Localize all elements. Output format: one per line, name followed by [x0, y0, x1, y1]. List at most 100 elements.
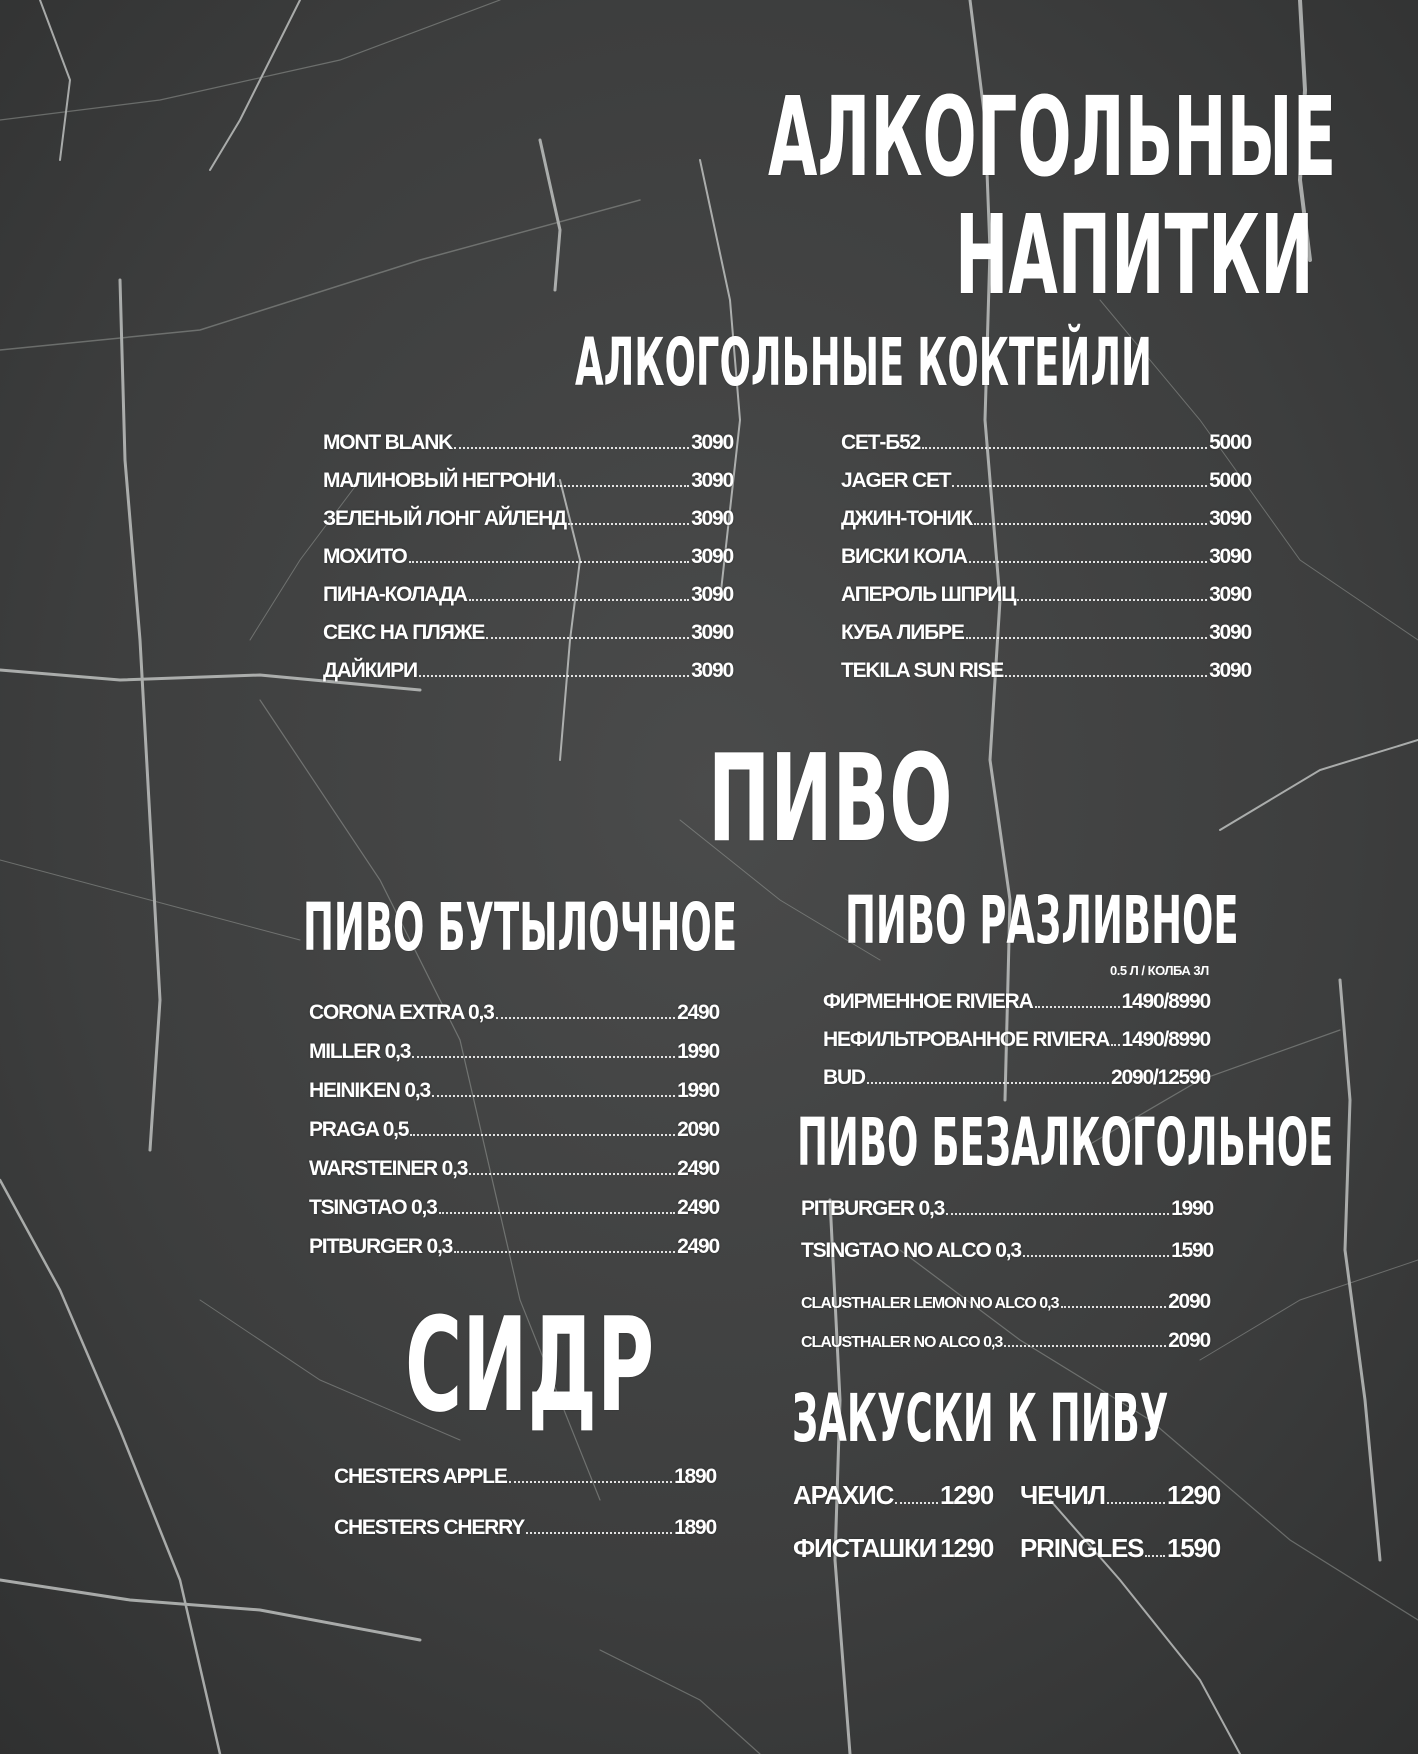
item-name: TEKILA SUN RISE [841, 659, 1004, 682]
item-price: 3090 [691, 621, 734, 644]
item-price: 3090 [691, 659, 734, 682]
item-price: 1990 [677, 1079, 720, 1102]
menu-item: MONT BLANK 3090 [323, 431, 734, 455]
item-name: PRAGA 0,5 [309, 1118, 410, 1141]
menu-item: CORONA EXTRA 0,3 2490 [309, 1001, 720, 1025]
item-price: 2090 [1168, 1290, 1211, 1313]
beer-heading: ПИВО [708, 730, 953, 869]
item-name: ЗЕЛЕНЫЙ ЛОНГ АЙЛЕНД [323, 507, 567, 530]
menu-item: ДЖИН-ТОНИК 3090 [841, 507, 1252, 531]
menu-item: JAGER СЕТ 5000 [841, 469, 1252, 493]
item-name: PRINGLES [1020, 1533, 1145, 1563]
item-price: 3090 [1209, 583, 1252, 606]
item-price: 5000 [1209, 431, 1252, 454]
menu-item: MILLER 0,3 1990 [309, 1040, 720, 1064]
item-name: TSINGTAO 0,3 [309, 1196, 438, 1219]
item-price: 3090 [1209, 659, 1252, 682]
item-name: ВИСКИ КОЛА [841, 545, 968, 568]
item-price: 1890 [674, 1465, 717, 1488]
item-price: 1990 [1171, 1197, 1214, 1220]
item-price: 2490 [677, 1235, 720, 1258]
draft-volume-note: 0.5 Л / КОЛБА 3Л [1110, 963, 1209, 978]
menu-item: PRINGLES 1590 [1020, 1533, 1221, 1564]
item-name: МАЛИНОВЫЙ НЕГРОНИ [323, 469, 556, 492]
item-name: HEINIKEN 0,3 [309, 1079, 431, 1102]
item-name: КУБА ЛИБРЕ [841, 621, 965, 644]
item-price: 1290 [1166, 1480, 1221, 1510]
item-name: CLAUSTHALER LEMON NO ALCO 0,3 [801, 1295, 1060, 1312]
item-name: JAGER СЕТ [841, 469, 952, 492]
item-price: 3090 [691, 469, 734, 492]
item-name: BUD [823, 1066, 866, 1089]
snacks-right-list: ЧЕЧИЛ 1290 PRINGLES 1590 [1020, 1480, 1221, 1564]
nonalcoholic-small-list: CLAUSTHALER LEMON NO ALCO 0,3 2090 CLAUST… [801, 1290, 1211, 1353]
item-name: СЕТ-Б52 [841, 431, 921, 454]
item-price: 5000 [1209, 469, 1252, 492]
menu-item: ФИРМЕННОЕ RIVIERA 1490/8990 [823, 990, 1212, 1014]
item-name: ФИРМЕННОЕ RIVIERA [823, 990, 1034, 1013]
item-price: 2090 [677, 1118, 720, 1141]
bottled-list: CORONA EXTRA 0,3 2490 MILLER 0,3 1990 HEIN… [309, 1001, 720, 1259]
menu-item: PITBURGER 0,3 1990 [801, 1197, 1214, 1221]
item-price: 2090 [1168, 1329, 1211, 1352]
menu-item: МАЛИНОВЫЙ НЕГРОНИ 3090 [323, 469, 734, 493]
item-price: 1990 [677, 1040, 720, 1063]
item-price: 1590 [1166, 1533, 1221, 1563]
item-name: ФИСТАШКИ [793, 1533, 937, 1563]
menu-item: TEKILA SUN RISE 3090 [841, 659, 1252, 683]
menu-item: PRAGA 0,5 2090 [309, 1118, 720, 1142]
bottled-heading: ПИВО БУТЫЛОЧНОЕ [303, 889, 738, 966]
menu-item: ЗЕЛЕНЫЙ ЛОНГ АЙЛЕНД 3090 [323, 507, 734, 531]
page-title-line1: АЛКОГОЛЬНЫЕ [768, 73, 1337, 201]
item-price: 3090 [691, 431, 734, 454]
item-name: ЧЕЧИЛ [1020, 1480, 1106, 1510]
cocktails-left-list: MONT BLANK 3090 МАЛИНОВЫЙ НЕГРОНИ 3090 ЗЕЛ… [323, 431, 734, 683]
menu-item: CLAUSTHALER LEMON NO ALCO 0,3 2090 [801, 1290, 1211, 1314]
menu-item: АПЕРОЛЬ ШПРИЦ 3090 [841, 583, 1252, 607]
item-price: 3090 [691, 507, 734, 530]
item-name: НЕФИЛЬТРОВАННОЕ RIVIERA [823, 1028, 1110, 1051]
item-name: CHESTERS CHERRY [334, 1516, 525, 1539]
item-name: МОХИТО [323, 545, 408, 568]
menu-item: СЕТ-Б52 5000 [841, 431, 1252, 455]
item-price: 3090 [691, 545, 734, 568]
item-name: АРАХИС [793, 1480, 894, 1510]
item-price: 2090/12590 [1111, 1066, 1211, 1089]
item-name: CORONA EXTRA 0,3 [309, 1001, 495, 1024]
item-price: 1890 [674, 1516, 717, 1539]
item-price: 2490 [677, 1196, 720, 1219]
item-name: PITBURGER 0,3 [801, 1197, 945, 1220]
menu-item: CHESTERS CHERRY 1890 [334, 1516, 717, 1540]
cider-heading: СИДР [405, 1289, 655, 1441]
menu-item: АРАХИС 1290 [793, 1480, 994, 1511]
item-name: MONT BLANK [323, 431, 453, 454]
menu-item: CHESTERS APPLE 1890 [334, 1465, 717, 1489]
menu-item: HEINIKEN 0,3 1990 [309, 1079, 720, 1103]
item-name: WARSTEINER 0,3 [309, 1157, 468, 1180]
item-name: АПЕРОЛЬ ШПРИЦ [841, 583, 1016, 606]
cocktails-heading: АЛКОГОЛЬНЫЕ КОКТЕЙЛИ [575, 324, 1152, 401]
item-price: 1290 [939, 1480, 994, 1510]
item-price: 2490 [677, 1001, 720, 1024]
item-name: СЕКС НА ПЛЯЖЕ [323, 621, 485, 644]
item-price: 1490/8990 [1121, 990, 1212, 1013]
item-price: 3090 [1209, 507, 1252, 530]
draft-heading: ПИВО РАЗЛИВНОЕ [845, 882, 1239, 959]
item-name: CHESTERS APPLE [334, 1465, 508, 1488]
page-title-line2: НАПИТКИ [955, 191, 1314, 319]
item-name: ДАЙКИРИ [323, 659, 418, 682]
item-price: 3090 [691, 583, 734, 606]
item-price: 2490 [677, 1157, 720, 1180]
snacks-heading: ЗАКУСКИ К ПИВУ [792, 1380, 1169, 1457]
menu-item: СЕКС НА ПЛЯЖЕ 3090 [323, 621, 734, 645]
item-price: 1290 [940, 1533, 994, 1563]
item-name: ДЖИН-ТОНИК [841, 507, 973, 530]
item-name: MILLER 0,3 [309, 1040, 411, 1063]
